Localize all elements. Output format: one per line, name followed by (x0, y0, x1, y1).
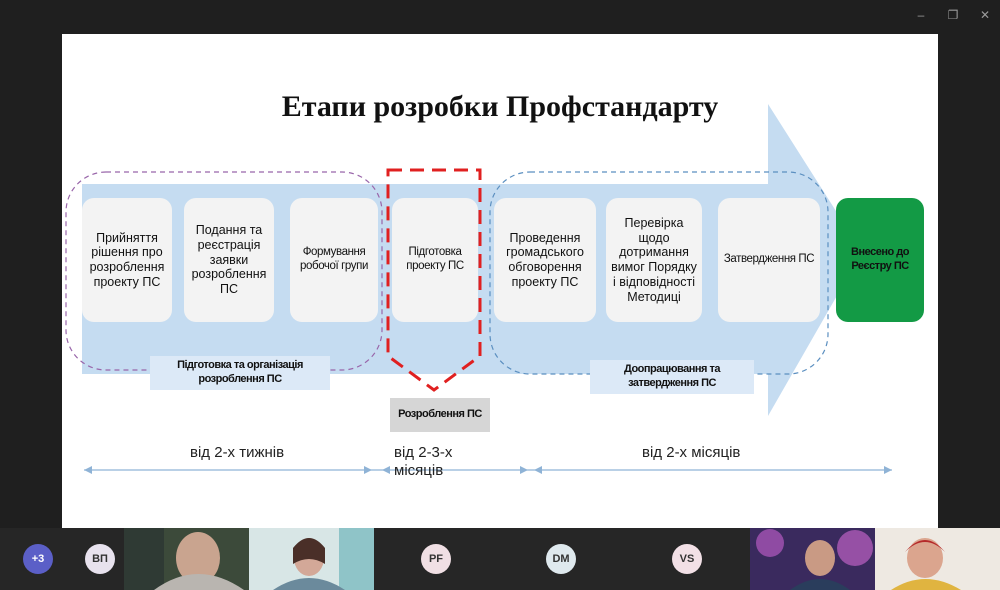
more-participants-tile[interactable]: +3 (0, 528, 76, 590)
participant-tile-vp[interactable]: ВП (76, 528, 124, 590)
window-controls: – ❐ ✕ (914, 8, 992, 22)
participant-tile-dm[interactable]: DM (498, 528, 624, 590)
stage-card-decision: Прийняття рішення про розроблення проект… (82, 198, 172, 322)
participant-video-3-icon (750, 528, 875, 590)
group-label-develop: Розроблення ПС (390, 398, 490, 432)
stage-card-compliance-check: Перевірка щодо дотримання вимог Порядку … (606, 198, 702, 322)
shared-slide: Етапи розробки Профстандарту Прийняття р… (62, 34, 938, 528)
participant-video-2[interactable] (249, 528, 374, 590)
group-label-prep: Підготовка та організація розроблення ПС (150, 356, 330, 390)
avatar: VS (672, 544, 702, 574)
group-label-finalize: Доопрацювання та затвердження ПС (590, 360, 754, 394)
participant-tile-vs[interactable]: VS (624, 528, 750, 590)
avatar: DM (546, 544, 576, 574)
duration-finalize: від 2-х місяців (642, 444, 741, 461)
duration-prep: від 2-х тижнів (190, 444, 285, 461)
participant-video-1-icon (124, 528, 249, 590)
stage-card-approval: Затвердження ПС (718, 198, 820, 322)
close-icon[interactable]: ✕ (979, 8, 991, 22)
stage-card-registered: Внесено до Реєстру ПС (836, 198, 924, 322)
timeline-arrowheads (84, 466, 892, 474)
avatar: ВП (85, 544, 115, 574)
slide-title: Етапи розробки Профстандарту (281, 90, 719, 123)
stage-card-working-group: Формування робочої групи (290, 198, 378, 322)
stage-card-application: Подання та реєстрація заявки розроблення… (184, 198, 274, 322)
stage-card-draft-preparation: Підготовка проекту ПС (392, 198, 478, 322)
minimize-icon[interactable]: – (917, 8, 925, 22)
stage-card-public-discussion: Проведення громадського обговорення прое… (494, 198, 596, 322)
participant-tile-pf[interactable]: PF (374, 528, 498, 590)
participant-video-4-icon (875, 528, 1000, 590)
avatar: PF (421, 544, 451, 574)
participant-video-1[interactable] (124, 528, 249, 590)
participant-video-2-icon (249, 528, 374, 590)
participant-video-4[interactable] (875, 528, 1000, 590)
develop-group-outline (386, 168, 482, 392)
participant-video-3[interactable] (750, 528, 875, 590)
more-participants-badge[interactable]: +3 (23, 544, 53, 574)
duration-develop: від 2-3-х місяців (394, 444, 453, 479)
restore-icon[interactable]: ❐ (947, 8, 959, 22)
participants-bar: +3 ВП PF DM (0, 528, 1000, 590)
